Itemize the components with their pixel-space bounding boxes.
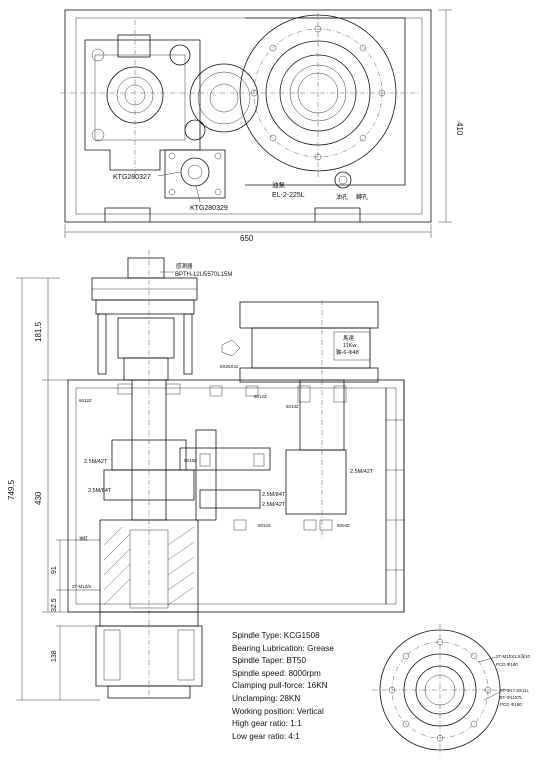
oil-hole-label: 油孔 bbox=[336, 193, 348, 201]
gearbox-housing-left bbox=[84, 39, 201, 171]
dim-749: 749.5 bbox=[7, 479, 16, 500]
oil-pump bbox=[334, 171, 352, 189]
motor-power: 11Kw bbox=[343, 343, 356, 349]
dim-32: 32.5 bbox=[51, 598, 58, 612]
spec-speed: Spindle speed: 8000rpm bbox=[232, 668, 321, 678]
dim-410: 410 bbox=[455, 122, 464, 136]
spec-pull-force: Clamping pull-force: 16KN bbox=[232, 681, 328, 691]
flange-note-2b: 8T-Φ11X7L bbox=[500, 695, 523, 700]
motor-shaft: 軸-6-Φ48 bbox=[336, 348, 359, 356]
bearing-label-2: 6012Z bbox=[254, 394, 267, 399]
gearbox-housing bbox=[67, 379, 405, 613]
part-label-ktg280329: KTG280329 bbox=[190, 205, 228, 212]
intermediate-shaft bbox=[195, 429, 217, 521]
bearing-label-3: 6018Z bbox=[184, 458, 197, 463]
sensor-label: 感測器 bbox=[176, 262, 193, 270]
flange-view: 2T-M10X1.5深10 PCD Φ180 8T-Φ17.5X11L 8T-Φ… bbox=[372, 624, 531, 755]
gear-label-2: 2.5M/42T bbox=[350, 469, 374, 475]
base-plate-outline bbox=[64, 9, 432, 223]
bearings bbox=[117, 383, 347, 531]
section-view: 感測器 BPTH-12U5570L15M 馬達 11Kw 軸-6-Φ48 6X2… bbox=[7, 250, 405, 701]
dim-650: 650 bbox=[240, 234, 254, 243]
low-gear bbox=[103, 469, 195, 501]
bearing-label-4: 6013Z bbox=[286, 404, 299, 409]
cylinder-label: 油缸 bbox=[79, 535, 88, 542]
cylinder-hatching bbox=[103, 526, 195, 606]
top-view: 650 410 KTG280327 KTG280329 油泵 EL-2-225L… bbox=[60, 9, 464, 243]
bearing-label-6: 6004Z bbox=[337, 523, 350, 528]
pump-model: EL-2-225L bbox=[272, 192, 305, 199]
bearing-label-5: 6010Z bbox=[258, 523, 271, 528]
dim-138: 138 bbox=[51, 650, 58, 662]
motor-gear bbox=[285, 449, 347, 515]
pump-label: 油泵 bbox=[272, 180, 286, 189]
spec-spindle-type: Spindle Type: KCG1508 bbox=[232, 631, 320, 640]
upper-block bbox=[117, 317, 175, 359]
spec-list: Spindle Type: KCG1508 Bearing Lubricatio… bbox=[232, 630, 432, 743]
motor-label: 馬達 bbox=[343, 334, 355, 342]
small-motor-block bbox=[164, 149, 226, 199]
bolt-label: BPTH-12U5570L15M bbox=[175, 272, 232, 278]
dim-430: 430 bbox=[34, 491, 43, 505]
gear-label-5: 2.5M/42T bbox=[262, 502, 286, 508]
spec-unclamping: Unclamping: 28KN bbox=[232, 693, 301, 703]
flange-holes bbox=[388, 638, 492, 742]
side-note: 2T-M12/6 bbox=[72, 584, 92, 589]
dim-181: 181.5 bbox=[34, 321, 43, 342]
gear-label-3: 2.5M/84T bbox=[88, 488, 112, 494]
oil-return-label: 轉孔 bbox=[356, 193, 368, 201]
bearing-label-1: 6012Z bbox=[79, 398, 92, 403]
flange-note-2c: PCD Φ180 bbox=[500, 702, 522, 707]
flange-note-1: 2T-M10X1.5深10 bbox=[496, 653, 531, 660]
flange-note-1b: PCD Φ180 bbox=[496, 662, 518, 667]
spec-high-gear: High gear ratio: 1:1 bbox=[232, 719, 302, 729]
motor-top bbox=[239, 301, 379, 329]
right-housing bbox=[245, 17, 406, 186]
idler-gear bbox=[189, 63, 259, 133]
spec-lubrication: Bearing Lubrication: Grease bbox=[232, 643, 334, 653]
spec-position: Working position: Vertical bbox=[232, 706, 324, 716]
base-tabs bbox=[104, 207, 361, 222]
gear-label-4: 2.5M/84T bbox=[262, 492, 286, 498]
spec-low-gear: Low gear ratio: 4:1 bbox=[232, 731, 300, 741]
part-label-ktg280327: KTG280327 bbox=[113, 174, 151, 181]
right-column bbox=[183, 313, 193, 375]
left-column bbox=[97, 313, 107, 375]
sensor-block bbox=[117, 34, 151, 58]
gear-label-1: 2.5M/42T bbox=[84, 459, 108, 465]
cluster-gear bbox=[179, 447, 271, 471]
dim-91: 91 bbox=[51, 566, 58, 574]
spec-taper: Spindle Taper: BT50 bbox=[232, 656, 307, 666]
key-detail bbox=[221, 339, 241, 357]
sensor-housing bbox=[127, 257, 165, 279]
gearbox-inner bbox=[94, 54, 186, 141]
flange-note-2: 8T-Φ17.5X11L bbox=[500, 688, 530, 693]
key-label: 6X26X42 bbox=[220, 364, 239, 369]
